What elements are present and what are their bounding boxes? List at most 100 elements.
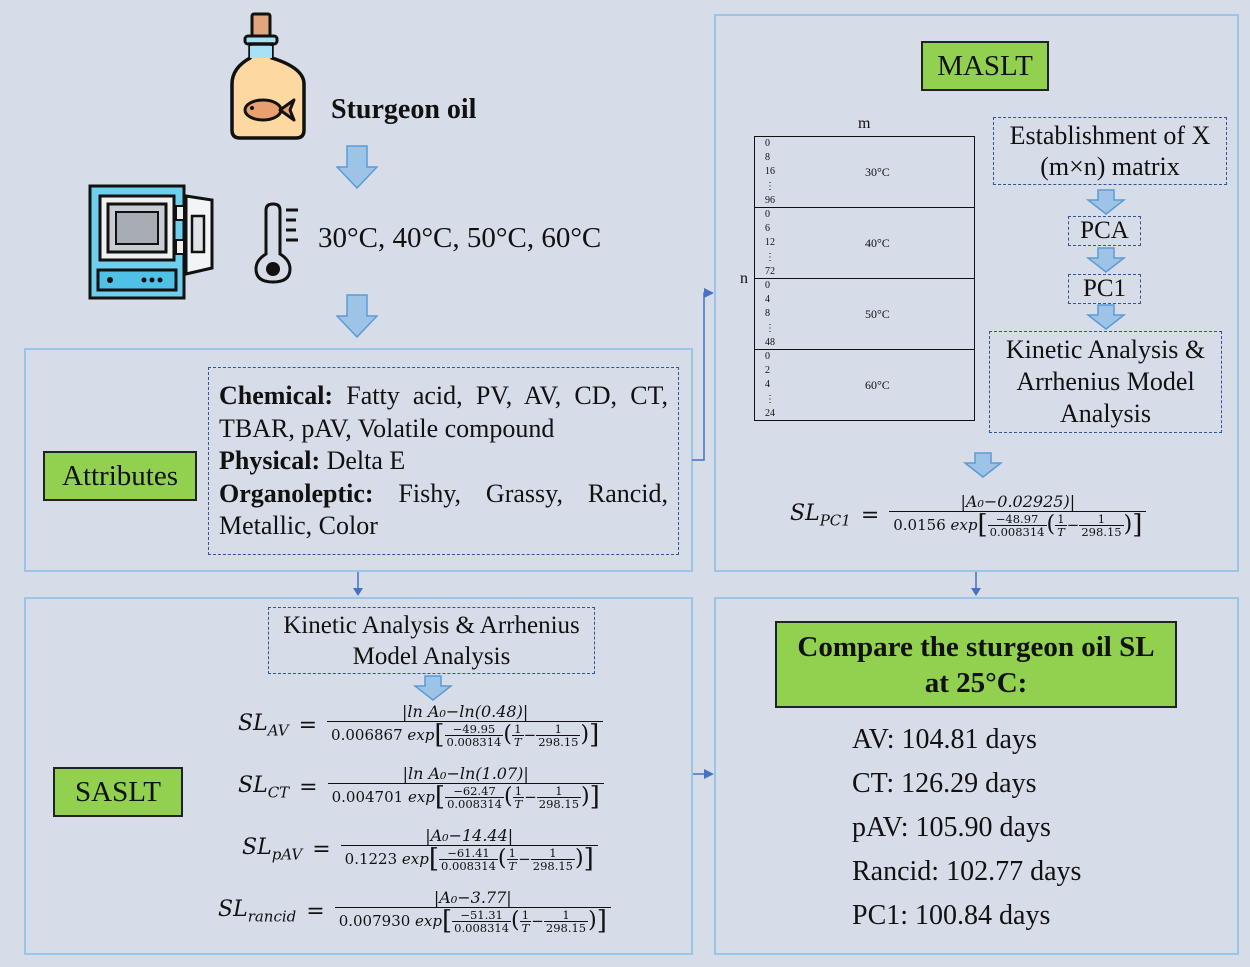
step-text: PC1 — [1082, 275, 1127, 302]
equals-sign: = — [312, 836, 331, 862]
activation-energy: −51.31 — [460, 907, 503, 922]
equation-numerator: |A₀−14.44| — [425, 826, 514, 845]
temperature-var: T — [1055, 524, 1067, 539]
temperature-var: T — [506, 858, 519, 873]
paren: ) — [575, 846, 584, 871]
bracket: ] — [589, 782, 600, 812]
compare-title-line2: at 25°C: — [924, 666, 1028, 699]
saslt-panel — [24, 597, 693, 955]
temperature-var: T — [519, 920, 532, 935]
equation-lhs: SLAV — [238, 710, 289, 740]
bracket: ] — [589, 720, 600, 750]
exp-function: exp — [401, 850, 429, 868]
bracket: [ — [977, 510, 988, 540]
gas-constant: 0.008314 — [444, 734, 504, 749]
activation-energy: −61.41 — [447, 845, 490, 860]
one: 1 — [1097, 511, 1106, 526]
one: 1 — [549, 845, 557, 860]
step-pc1: PC1 — [1068, 274, 1141, 304]
minus-sign: − — [524, 788, 537, 806]
organoleptic-attributes: Organoleptic: Fishy, Grassy, Rancid, Met… — [219, 478, 668, 543]
one: 1 — [508, 845, 516, 860]
product-title: Sturgeon oil — [331, 94, 477, 125]
down-arrow-icon — [1086, 247, 1126, 273]
activation-energy: −62.47 — [453, 783, 496, 798]
attributes-list-box: Chemical: Fatty acid, PV, AV, CD, CT, TB… — [208, 367, 679, 555]
compare-panel — [714, 597, 1239, 955]
attributes-label: Attributes — [43, 451, 197, 501]
connector-maslt-to-compare — [971, 572, 981, 596]
exp-function: exp — [407, 788, 435, 806]
paren: ( — [503, 784, 513, 809]
matrix-temp-label: 30°C — [865, 165, 890, 179]
bracket: ] — [583, 844, 594, 874]
matrix-time-tick: 8 — [765, 308, 770, 320]
saslt-method-box: Kinetic Analysis & Arrhenius Model Analy… — [268, 607, 595, 674]
physical-label: Physical: — [219, 446, 321, 475]
matrix-time-tick: 0 — [765, 280, 770, 291]
physical-text: Delta E — [320, 446, 406, 475]
equation-lhs: SLCT — [238, 772, 290, 802]
exp-function: exp — [950, 516, 978, 534]
matrix-time-tick: 4 — [765, 379, 770, 391]
gas-constant: 0.008314 — [987, 524, 1047, 539]
rate-constant: 0.007930 — [338, 912, 416, 930]
bracket: [ — [434, 782, 446, 812]
one: 1 — [1057, 511, 1065, 526]
equation-lhs: SLrancid — [218, 896, 297, 926]
step-kinetic-arrhenius: Kinetic Analysis & Arrhenius Model Analy… — [989, 331, 1222, 433]
gas-constant: 0.008314 — [445, 796, 504, 811]
maslt-panel — [714, 14, 1239, 572]
rate-constant: 0.004701 — [331, 788, 408, 806]
matrix-time-tick: 0 — [765, 209, 770, 220]
matrix-time-tick: 0 — [765, 351, 770, 362]
equals-sign: = — [299, 774, 318, 800]
paren: ) — [1123, 512, 1133, 537]
compare-title-line1: Compare the sturgeon oil SL — [797, 630, 1155, 663]
matrix-time-tick: ⋮ — [765, 322, 775, 334]
equation-sl-ct: SLCT=|ln A₀−ln(1.07)|0.004701 exp[−62.47… — [238, 764, 604, 810]
equation-lhs: SLpAV — [242, 834, 303, 864]
organoleptic-text: Fishy, Grassy, Rancid, Metallic, Color — [219, 478, 668, 541]
connector-saslt-to-compare — [692, 769, 714, 779]
matrix-time-tick: 96 — [765, 194, 775, 206]
reference-temperature: 298.15 — [1079, 524, 1124, 539]
one: 1 — [514, 783, 523, 798]
chemical-text: Fatty acid, PV, AV, CD, CT, TBAR, pAV, V… — [219, 381, 668, 443]
down-arrow-icon — [336, 145, 378, 189]
matrix-time-tick: 12 — [765, 237, 775, 249]
paren: ) — [588, 908, 597, 933]
gas-constant: 0.008314 — [452, 920, 512, 935]
equation-subscript: rancid — [247, 907, 297, 926]
one: 1 — [562, 907, 570, 922]
temperature-var: T — [512, 796, 525, 811]
matrix-time-tick: 2 — [765, 365, 770, 377]
incubator-oven-icon — [88, 184, 216, 302]
compare-title-box: Compare the sturgeon oil SL at 25°C: — [775, 621, 1177, 708]
matrix-time-tick: 72 — [765, 265, 775, 277]
paren: ) — [581, 784, 590, 809]
matrix-temp-label: 50°C — [865, 307, 890, 321]
minus-sign: − — [523, 726, 537, 744]
chemical-label: Chemical: — [219, 381, 334, 410]
result-av: AV: 104.81 days — [852, 724, 1037, 755]
